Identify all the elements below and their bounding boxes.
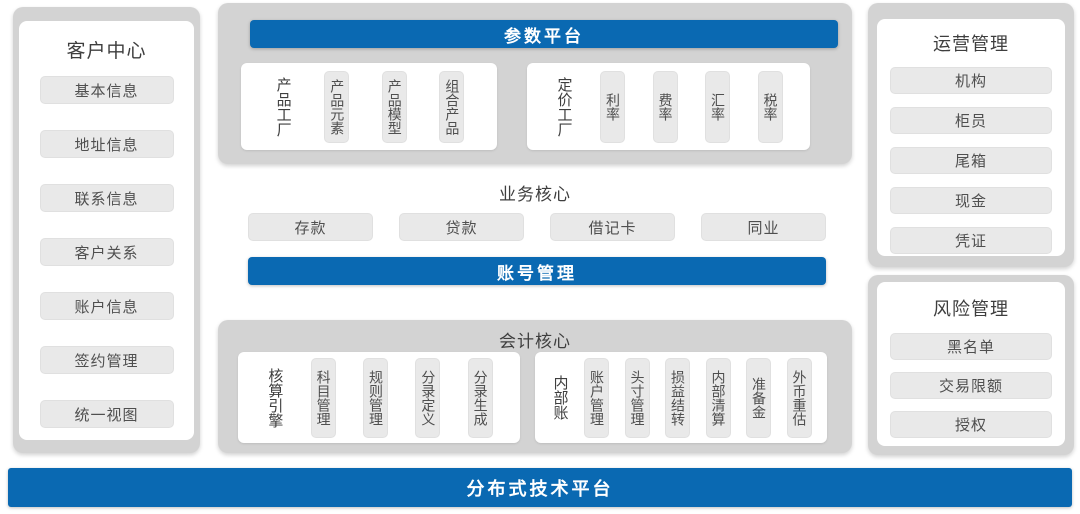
accounting-engine-card: 核算引擎 科目管理 规则管理 分录定义 分录生成	[238, 352, 520, 443]
module-chip: 凭证	[890, 227, 1052, 254]
module-chip: 科目管理	[310, 357, 336, 438]
accounting-engine-label: 核算引擎	[266, 367, 284, 428]
module-chip: 柜员	[890, 107, 1052, 134]
module-chip: 费率	[652, 70, 678, 143]
module-chip: 借记卡	[550, 213, 675, 241]
module-chip: 账户信息	[39, 292, 174, 320]
risk-inner: 风险管理 黑名单 交易限额 授权	[877, 282, 1065, 446]
pricing-factory-label: 定价工厂	[555, 76, 573, 137]
pricing-factory-card: 定价工厂 利率 费率 汇率 税率	[527, 63, 810, 150]
param-platform-header: 参数平台	[250, 20, 838, 48]
module-chip: 存款	[248, 213, 373, 241]
product-factory-label: 产品工厂	[274, 76, 292, 137]
customer-center-inner: 客户中心 基本信息 地址信息 联系信息 客户关系 账户信息 签约管理 统一视图	[19, 21, 194, 440]
accounting-core-title: 会计核心	[499, 332, 571, 351]
module-chip: 外币重估	[786, 357, 812, 438]
module-chip: 贷款	[399, 213, 524, 241]
module-chip: 汇率	[705, 70, 730, 143]
module-chip: 账户管理	[584, 357, 609, 438]
internal-account-label: 内部账	[551, 375, 569, 420]
module-chip: 现金	[890, 187, 1052, 214]
module-chip: 利率	[600, 70, 625, 143]
module-chip: 规则管理	[362, 357, 388, 438]
module-chip: 签约管理	[39, 346, 174, 374]
business-core-title: 业务核心	[499, 185, 571, 204]
module-chip: 头寸管理	[624, 357, 650, 438]
customer-center-panel: 客户中心 基本信息 地址信息 联系信息 客户关系 账户信息 签约管理 统一视图	[13, 7, 200, 453]
business-core-row: 存款 贷款 借记卡 同业	[248, 213, 826, 241]
module-chip: 分录生成	[467, 357, 493, 438]
module-chip: 税率	[757, 70, 783, 143]
module-chip: 交易限额	[890, 372, 1052, 399]
module-chip: 黑名单	[890, 333, 1052, 360]
risk-title: 风险管理	[933, 299, 1009, 319]
module-chip: 组合产品	[439, 70, 465, 143]
accounting-core-panel: 会计核心 核算引擎 科目管理 规则管理 分录定义 分录生成 内部账 账户管理 头…	[218, 320, 852, 453]
module-chip: 基本信息	[39, 76, 174, 104]
param-platform-panel: 参数平台 产品工厂 产品元素 产品模型 组合产品 定价工厂 利率 费率 汇率 税…	[218, 3, 852, 164]
internal-account-card: 内部账 账户管理 头寸管理 损益结转 内部清算 准备金 外币重估	[535, 352, 827, 443]
module-chip: 机构	[890, 67, 1052, 94]
risk-panel: 风险管理 黑名单 交易限额 授权	[868, 275, 1074, 455]
module-chip: 客户关系	[39, 238, 174, 266]
account-management-bar: 账号管理	[248, 257, 826, 285]
module-chip: 联系信息	[39, 184, 174, 212]
product-factory-card: 产品工厂 产品元素 产品模型 组合产品	[241, 63, 497, 150]
operations-title: 运营管理	[933, 34, 1009, 54]
module-chip: 统一视图	[39, 400, 174, 428]
risk-list: 黑名单 交易限额 授权	[890, 333, 1052, 438]
module-chip: 分录定义	[415, 357, 441, 438]
module-chip: 尾箱	[890, 147, 1052, 174]
module-chip: 同业	[701, 213, 826, 241]
operations-list: 机构 柜员 尾箱 现金 凭证	[890, 67, 1052, 254]
customer-center-list: 基本信息 地址信息 联系信息 客户关系 账户信息 签约管理 统一视图	[39, 76, 174, 428]
operations-inner: 运营管理 机构 柜员 尾箱 现金 凭证	[877, 19, 1065, 256]
operations-panel: 运营管理 机构 柜员 尾箱 现金 凭证	[868, 3, 1074, 267]
customer-center-title: 客户中心	[66, 41, 147, 62]
module-chip: 损益结转	[665, 357, 690, 438]
module-chip: 地址信息	[39, 130, 174, 158]
module-chip: 内部清算	[705, 357, 731, 438]
module-chip: 授权	[890, 411, 1052, 438]
module-chip: 准备金	[746, 357, 771, 438]
distributed-platform-bar: 分布式技术平台	[8, 468, 1072, 507]
module-chip: 产品模型	[381, 70, 407, 143]
module-chip: 产品元素	[324, 70, 350, 143]
